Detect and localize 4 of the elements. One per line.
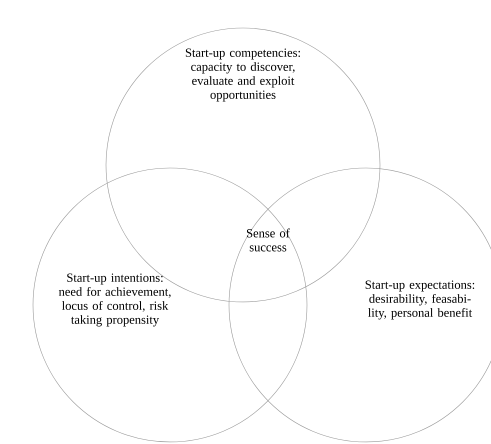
circle-label: Start-up expectations: desirability, feasabi-lity, personal benefit (366, 280, 474, 320)
circle-label: Start-up intentions: need for achievement, locus of control, risk taking propensity (58, 274, 171, 326)
center-label: Sense of success (246, 228, 290, 252)
circle-label: Start-up competencies: capacity to discover, evaluate and exploit opportunities (186, 48, 300, 102)
